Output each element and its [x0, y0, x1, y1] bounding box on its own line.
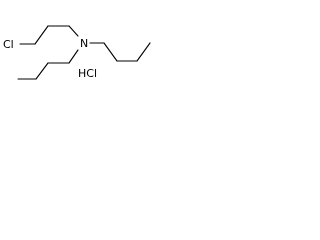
bond-cb3-cb4 — [136, 42, 151, 62]
butyl-chain-right — [89, 42, 151, 62]
chlorine-atom-label: Cl — [3, 38, 14, 51]
hydrochloride-label: HCl — [78, 67, 97, 80]
nitrogen-atom-label: N — [80, 37, 88, 50]
bond-n-ca1 — [68, 49, 79, 64]
chemical-structure: Cl N HCl — [3, 25, 151, 80]
bond-c1-c2 — [34, 25, 49, 45]
bond-cb1-cb2 — [103, 42, 118, 62]
chloropropyl-chain — [19, 25, 79, 45]
bond-ca2-ca3 — [35, 62, 49, 80]
butyl-chain-left — [17, 49, 79, 80]
bond-c3-n — [68, 25, 79, 37]
